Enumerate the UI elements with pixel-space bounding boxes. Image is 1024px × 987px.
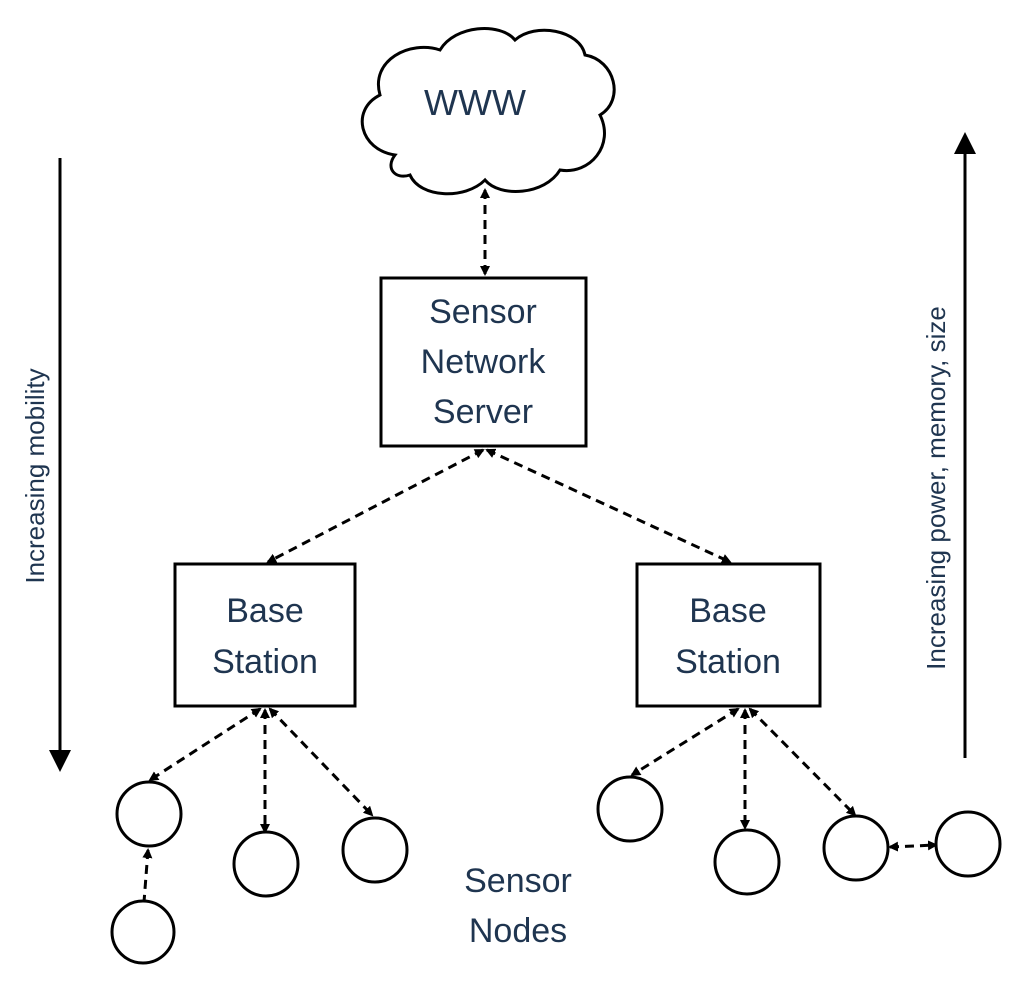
link-server-base-left [266, 448, 485, 564]
sensor-nodes [110, 775, 1002, 965]
right-axis-label: Increasing power, memory, size [921, 306, 951, 670]
link-base-left-node-3 [268, 707, 374, 817]
base-station-left-line-2: Station [212, 643, 318, 681]
www-cloud: WWW [360, 27, 616, 196]
server-box [379, 276, 588, 448]
sensor-node [713, 828, 781, 896]
sensor-nodes-label-line-2: Nodes [469, 912, 567, 950]
sensor-node [341, 816, 409, 884]
base-station-right-line-2: Station [675, 643, 781, 681]
server-label-line-2: Network [421, 343, 547, 381]
link-server-base-right [485, 448, 732, 564]
sensor-node [115, 780, 183, 848]
sensor-node [934, 810, 1002, 878]
sensor-node [232, 830, 300, 898]
base-station-right: Base Station [635, 562, 822, 708]
sensor-nodes-label: Sensor Nodes [464, 862, 572, 950]
left-axis: Increasing mobility [20, 158, 71, 772]
base-station-left: Base Station [173, 562, 357, 708]
right-axis: Increasing power, memory, size [921, 132, 976, 758]
sensor-node [822, 814, 890, 882]
cloud-icon [360, 27, 616, 196]
link-base-right-node-7 [748, 707, 857, 817]
sensor-node [110, 899, 176, 965]
server-label-line-1: Sensor [429, 293, 537, 331]
link-base-left-node-1 [148, 707, 262, 782]
link-node-7-node-8 [888, 840, 938, 852]
base-station-left-line-1: Base [226, 592, 304, 630]
sensor-network-server: Sensor Network Server [379, 276, 588, 448]
cloud-label: WWW [424, 82, 526, 123]
base-station-right-line-1: Base [689, 592, 767, 630]
base-station-left-box [173, 562, 357, 708]
sensor-nodes-label-line-1: Sensor [464, 862, 572, 900]
link-base-right-node-5 [630, 707, 740, 777]
sensor-node [596, 775, 664, 843]
server-label-line-3: Server [433, 393, 533, 431]
left-axis-label: Increasing mobility [20, 368, 50, 583]
base-station-right-box [635, 562, 822, 708]
